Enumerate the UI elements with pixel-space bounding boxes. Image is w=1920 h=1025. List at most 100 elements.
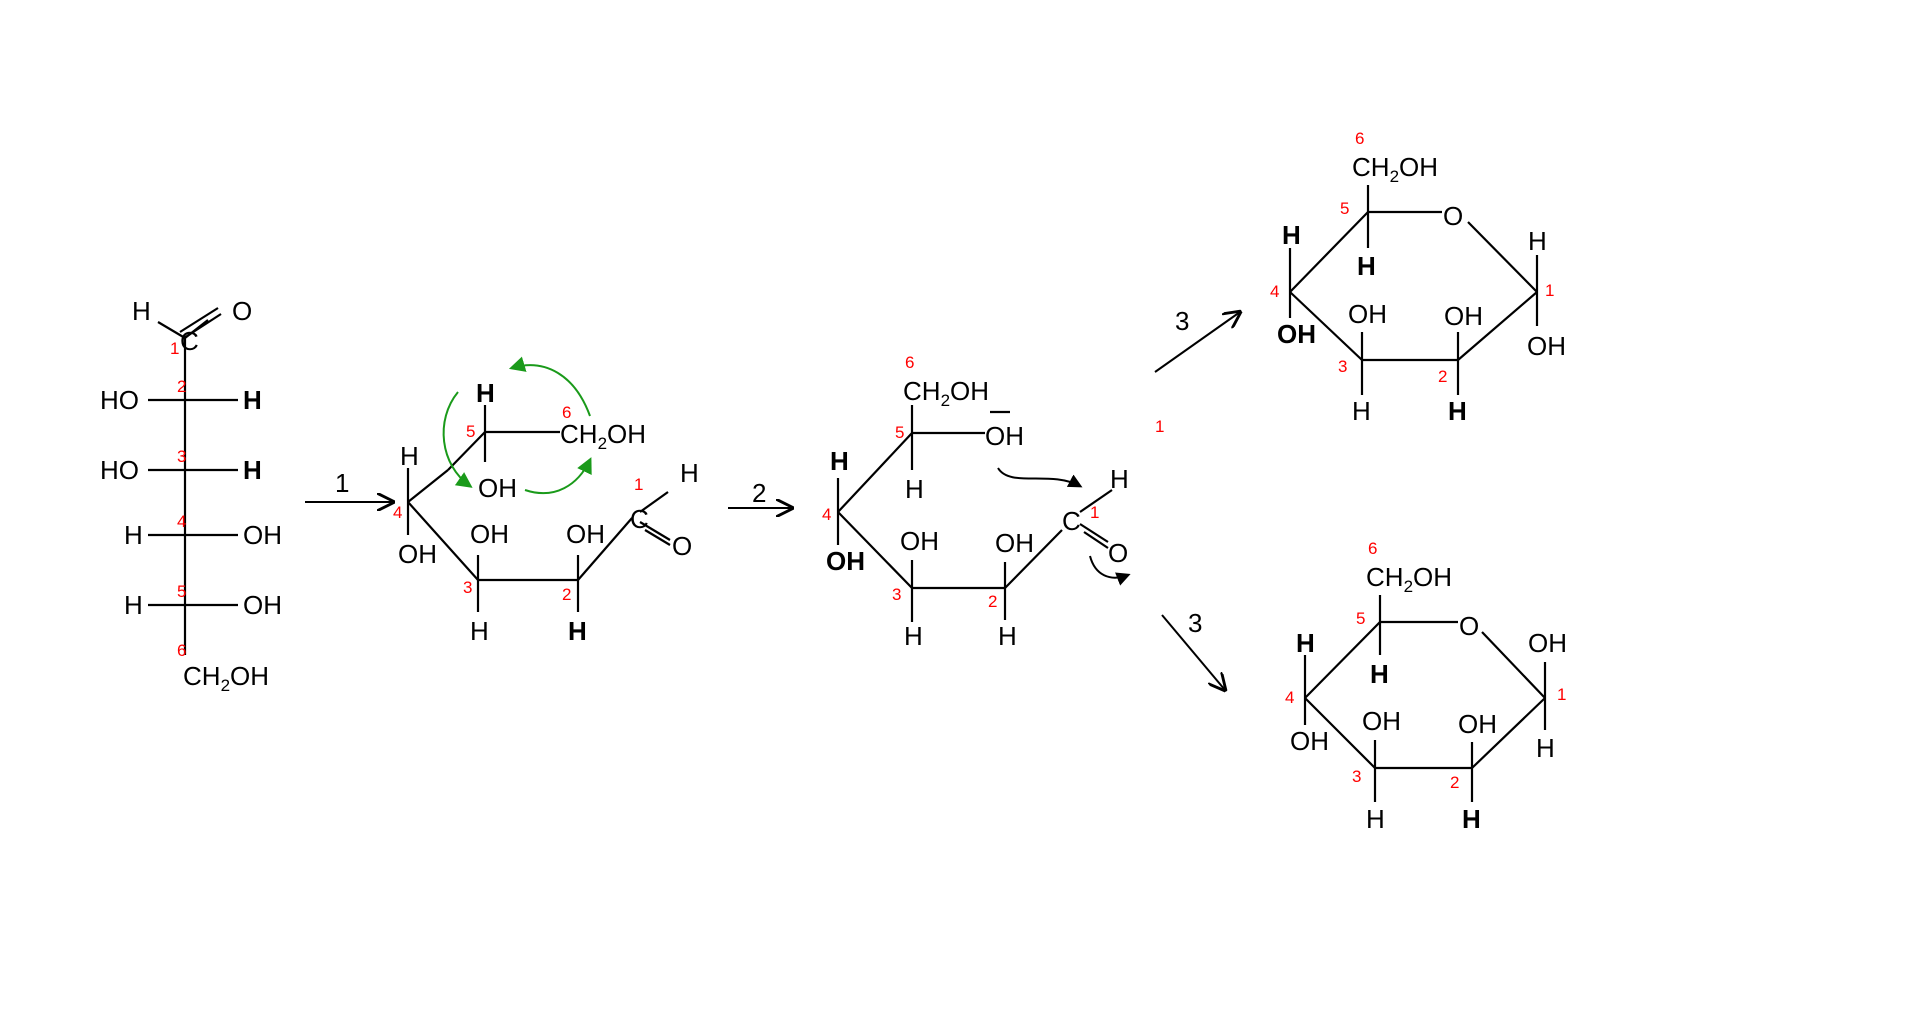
- rotation-arrow-lower: [524, 457, 592, 495]
- carbon-number: 2: [562, 585, 571, 604]
- atom-oh: OH: [826, 546, 865, 576]
- atom-h: H: [1282, 220, 1301, 250]
- atom-h: H: [243, 385, 262, 415]
- atom-h: H: [400, 441, 419, 471]
- carbon-number: 3: [892, 585, 901, 604]
- atom-oh: OH: [566, 519, 605, 549]
- bent-chain-structure: H 4 OH H 5 OH 6 CH2OH OH 3 H OH 2 H 1 H …: [393, 356, 699, 646]
- atom-h: H: [568, 616, 587, 646]
- beta-glucopyranose: 6 CH2OH 5 O H H 4 OH OH 3 H OH 2 H H 1 O…: [1270, 129, 1566, 426]
- carbon-number: 4: [822, 505, 831, 524]
- atom-oh: OH: [1348, 299, 1387, 329]
- atom-oh: OH: [470, 519, 509, 549]
- atom-h: H: [470, 616, 489, 646]
- atom-h: H: [476, 378, 495, 408]
- atom-h: H: [132, 296, 151, 326]
- ch2oh-group: CH2OH: [560, 419, 646, 453]
- atom-oh: OH: [1458, 709, 1497, 739]
- carbon-number: 1: [1557, 685, 1566, 704]
- atom-h: H: [243, 455, 262, 485]
- atom-oh: OH: [1527, 331, 1566, 361]
- electron-push-arrow-oh: [997, 467, 1083, 488]
- atom-o: O: [232, 296, 252, 326]
- atom-h: H: [124, 520, 143, 550]
- atom-oh: OH: [1528, 628, 1567, 658]
- atom-h: H: [1352, 396, 1371, 426]
- carbon-number: 4: [393, 503, 402, 522]
- atom-o: O: [1443, 201, 1463, 231]
- carbon-number: 3: [177, 447, 186, 466]
- carbon-number: 5: [895, 423, 904, 442]
- reaction-arrow-step-2: 2: [728, 478, 792, 508]
- atom-oh: OH: [243, 520, 282, 550]
- atom-h: H: [1296, 628, 1315, 658]
- atom-h: H: [124, 590, 143, 620]
- carbon-number: 3: [1352, 767, 1361, 786]
- carbon-number: 5: [1340, 199, 1349, 218]
- carbon-number: 1: [634, 475, 643, 494]
- atom-h: H: [1528, 226, 1547, 256]
- stray-number: 1: [1155, 417, 1164, 436]
- atom-c: C: [630, 504, 649, 534]
- atom-h: H: [905, 474, 924, 504]
- carbon-number: 2: [988, 592, 997, 611]
- atom-c: C: [180, 326, 199, 356]
- carbon-number: 3: [463, 578, 472, 597]
- atom-oh: OH: [398, 539, 437, 569]
- carbon-number: 6: [1355, 129, 1364, 148]
- carbon-number: 5: [466, 422, 475, 441]
- step-label: 2: [752, 478, 766, 508]
- ch2oh-group: CH2OH: [183, 661, 269, 695]
- step-label: 3: [1188, 608, 1202, 638]
- atom-oh: OH: [995, 528, 1034, 558]
- reaction-arrow-step-3-upper: 3: [1154, 306, 1240, 373]
- rotation-arrow-upper: [508, 356, 591, 417]
- atom-h: H: [1366, 804, 1385, 834]
- atom-h: H: [998, 621, 1017, 651]
- atom-oh: OH: [1277, 319, 1316, 349]
- carbon-number: 3: [1338, 357, 1347, 376]
- atom-h: H: [1462, 804, 1481, 834]
- carbon-number: 2: [1438, 367, 1447, 386]
- electron-push-arrow-co: [1089, 555, 1131, 586]
- atom-h: H: [680, 458, 699, 488]
- step-label: 1: [335, 468, 349, 498]
- atom-o: O: [672, 531, 692, 561]
- alpha-glucopyranose: 6 CH2OH 5 O H H 4 OH OH 3 H OH 2 H OH 1 …: [1285, 539, 1567, 834]
- ch2oh-group: CH2OH: [903, 376, 989, 410]
- carbon-number: 4: [1285, 688, 1294, 707]
- atom-oh: OH: [1290, 726, 1329, 756]
- carbon-number: 6: [177, 641, 186, 660]
- carbon-number: 1: [1090, 503, 1099, 522]
- atom-oh: OH: [1362, 706, 1401, 736]
- reaction-arrow-step-1: 1: [305, 468, 393, 502]
- rotation-arrow-left: [442, 391, 473, 488]
- ch2oh-group: CH2OH: [1366, 562, 1452, 596]
- carbon-number: 5: [1356, 609, 1365, 628]
- step-label: 3: [1175, 306, 1189, 336]
- pre-cyclization-structure: 6 CH2OH 5 OH H H 4 OH OH 3 H OH 2 H H C …: [822, 353, 1131, 651]
- atom-oh: OH: [985, 421, 1024, 451]
- atom-h: H: [830, 446, 849, 476]
- atom-oh: OH: [243, 590, 282, 620]
- atom-o: O: [1459, 611, 1479, 641]
- atom-oh: OH: [478, 473, 517, 503]
- carbon-number: 5: [177, 582, 186, 601]
- carbon-number: 6: [562, 403, 571, 422]
- carbon-number: 1: [170, 339, 179, 358]
- atom-h: H: [1536, 733, 1555, 763]
- atom-h: H: [1370, 659, 1389, 689]
- atom-o: O: [1108, 538, 1128, 568]
- carbon-number: 4: [1270, 282, 1279, 301]
- carbon-number: 2: [1450, 773, 1459, 792]
- atom-h: H: [1110, 464, 1129, 494]
- carbon-number: 6: [1368, 539, 1377, 558]
- carbon-number: 1: [1545, 281, 1554, 300]
- carbon-number: 6: [905, 353, 914, 372]
- atom-h: H: [1448, 396, 1467, 426]
- carbon-number: 2: [177, 377, 186, 396]
- atom-oh: OH: [1444, 301, 1483, 331]
- ch2oh-group: CH2OH: [1352, 152, 1438, 186]
- atom-ho: HO: [100, 385, 139, 415]
